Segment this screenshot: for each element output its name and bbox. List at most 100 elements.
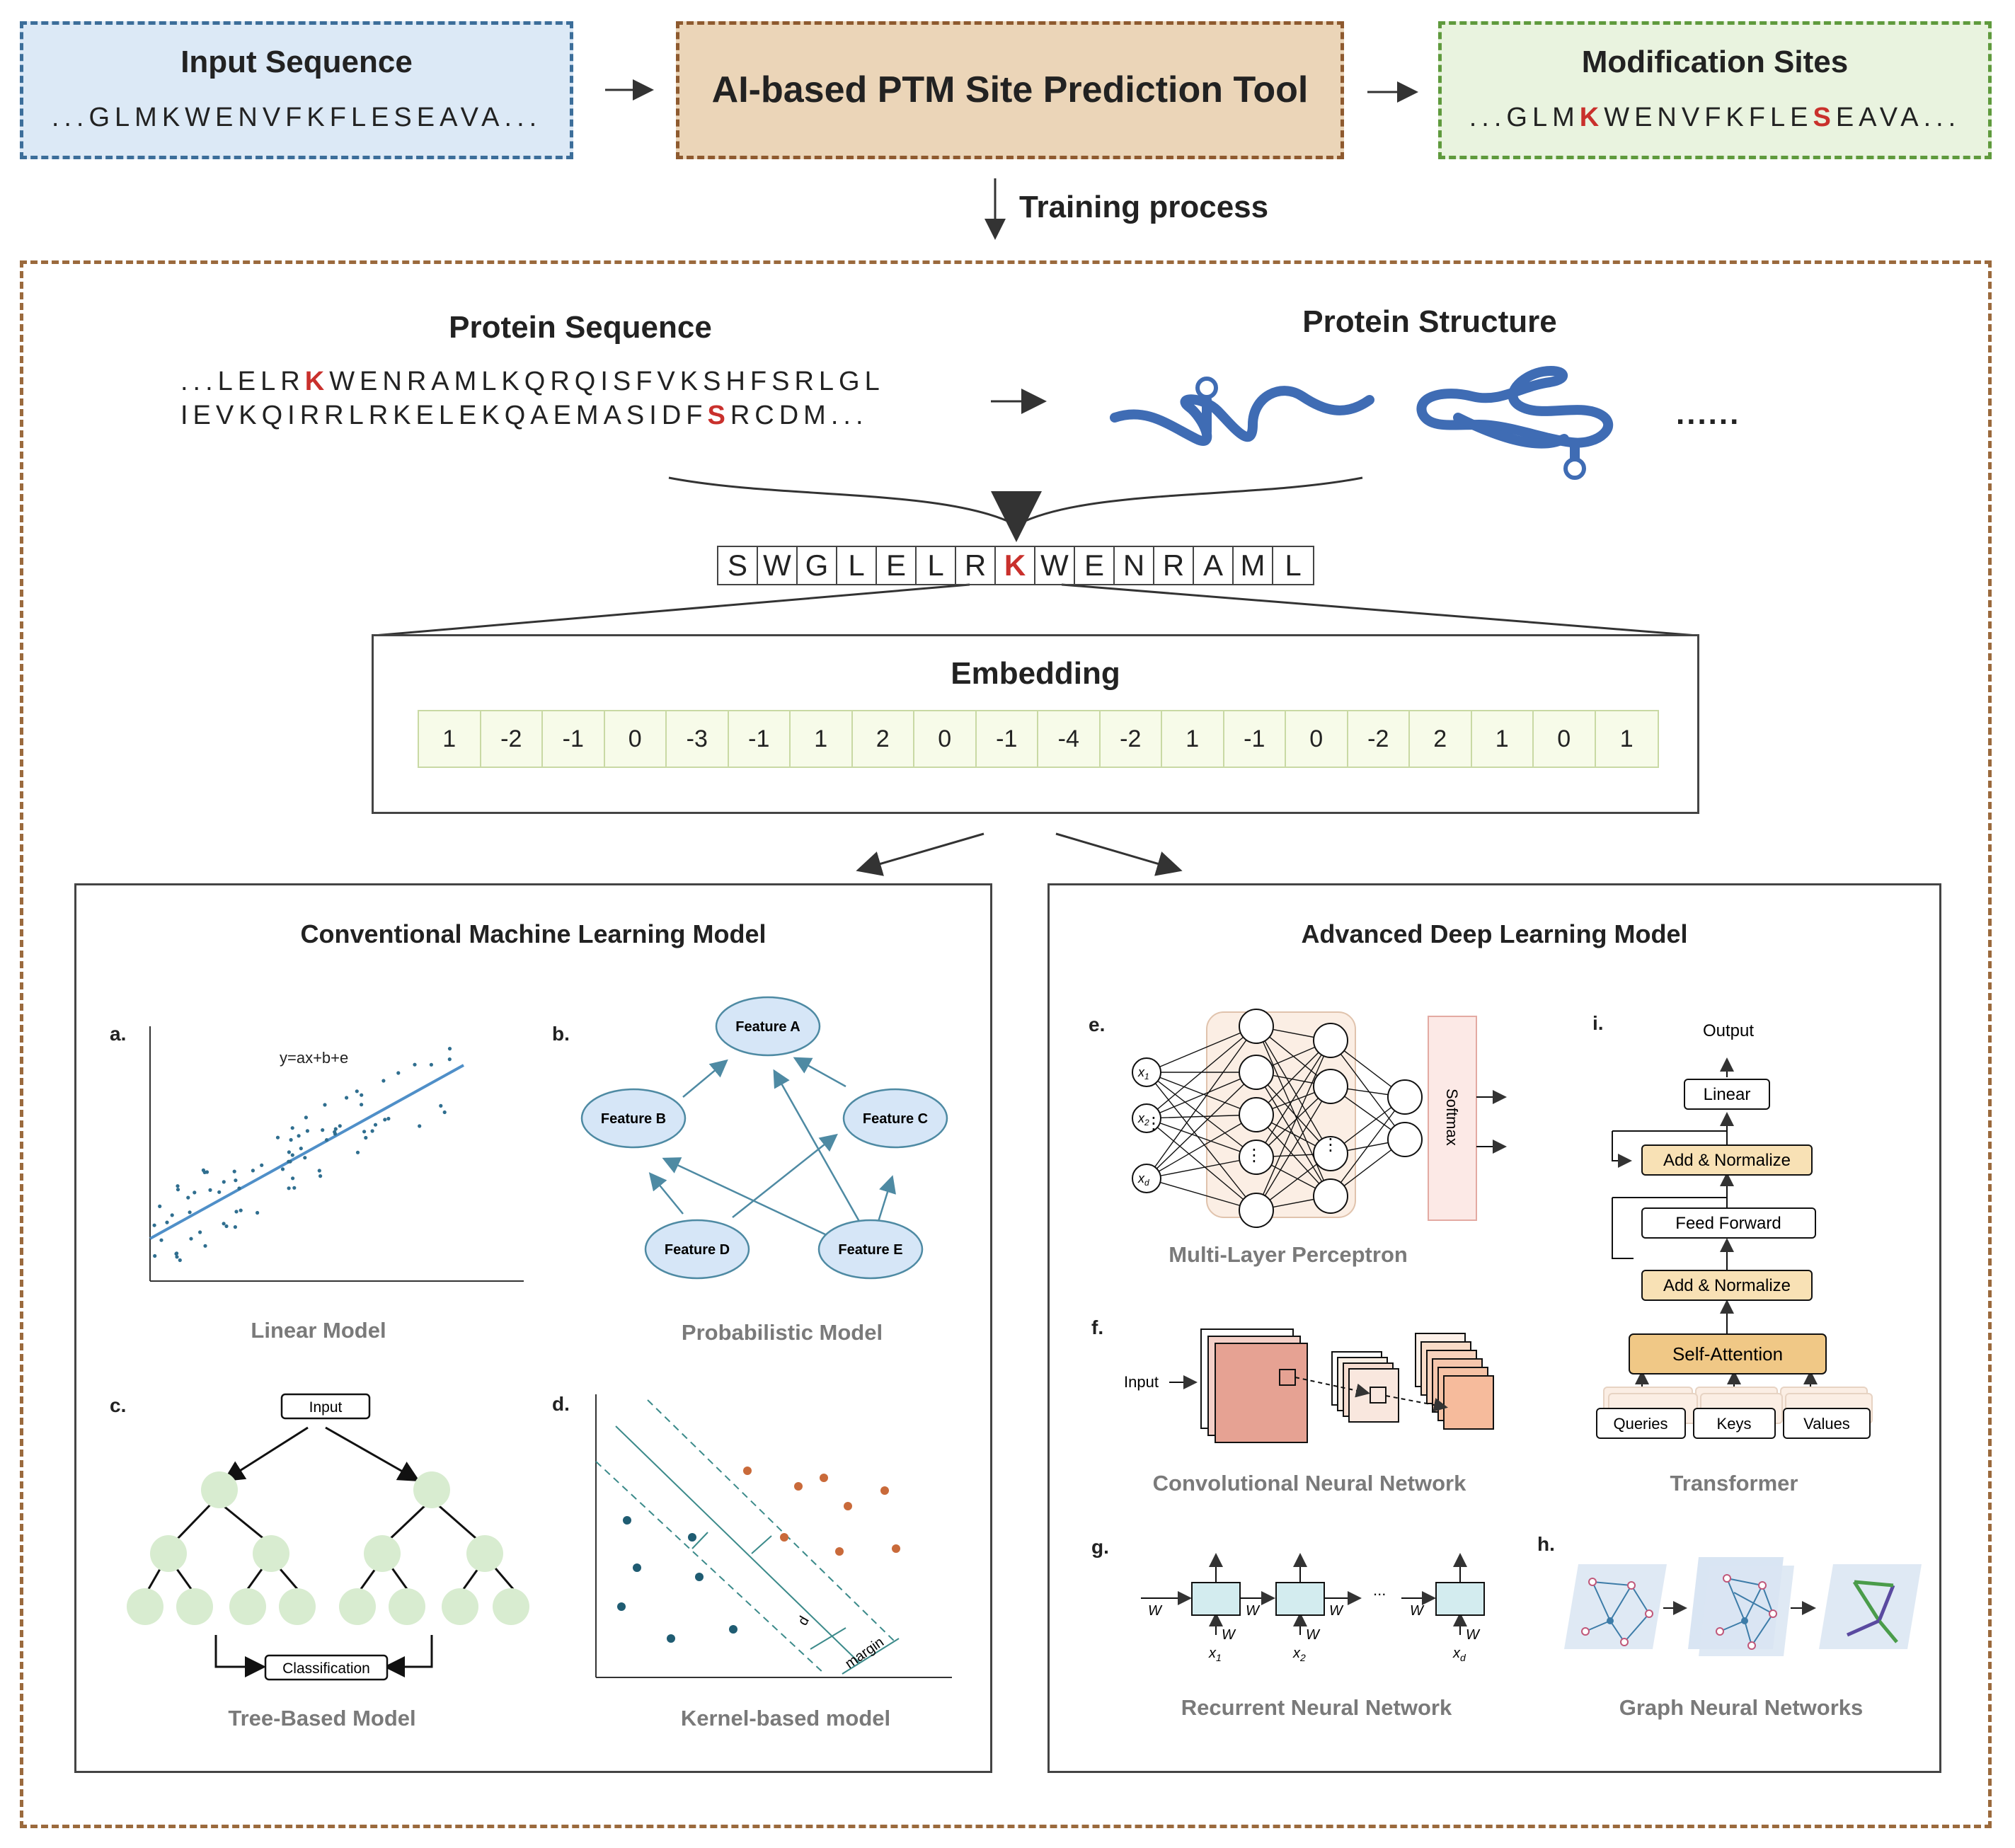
- panel-letter-b: b.: [552, 1023, 570, 1045]
- mlp-neuron: [1313, 1136, 1348, 1171]
- embedding-value: -1: [543, 711, 605, 767]
- scatter-point: [439, 1103, 443, 1108]
- scatter-point: [355, 1150, 360, 1154]
- modification-sites-sequence: ...GLMKWENVFKFLESEAVA...: [1442, 103, 1988, 133]
- scatter-point: [237, 1186, 241, 1190]
- scatter-point: [275, 1135, 280, 1140]
- cnn-input-label: Input: [1124, 1373, 1159, 1391]
- embedding-value: -2: [481, 711, 543, 767]
- scatter-point: [260, 1163, 264, 1167]
- embedding-value: -2: [1101, 711, 1162, 767]
- zoom-line: [1061, 583, 1698, 637]
- scatter-point: [153, 1253, 157, 1258]
- merge-line-left: [668, 476, 1014, 525]
- mlp-neuron: [1132, 1164, 1161, 1193]
- scatter-point: [152, 1223, 156, 1227]
- embedding-value: 1: [1472, 711, 1534, 767]
- panel-letter-i: i.: [1592, 1012, 1604, 1034]
- arrow: [1055, 832, 1183, 876]
- mlp-edge: [1256, 1026, 1331, 1154]
- mlp-neuron: [1387, 1122, 1423, 1157]
- embedding-value: 1: [1162, 711, 1224, 767]
- embedding-value: -1: [977, 711, 1038, 767]
- self-attention-label: Self-Attention: [1672, 1343, 1783, 1365]
- scatter-point: [280, 1167, 285, 1171]
- embedding-value: 1: [1619, 725, 1634, 752]
- embedding-title: Embedding: [951, 656, 1120, 691]
- panel-letter-f: f.: [1091, 1316, 1104, 1338]
- mlp-neuron: [1313, 1178, 1348, 1214]
- panel-letter-d: d.: [552, 1393, 570, 1415]
- input-dots: ⋮: [1145, 1114, 1162, 1133]
- site-k: K: [304, 367, 330, 396]
- weight-label: W: [1246, 1603, 1261, 1619]
- rnn-dots: ...: [1373, 1581, 1386, 1599]
- tree-based-model: Input Classification: [127, 1393, 529, 1681]
- protein-structure-2: [1416, 366, 1614, 465]
- modification-sites-title: Modification Sites: [1581, 45, 1849, 79]
- panel-letter-c: c.: [110, 1394, 127, 1416]
- seq-part: WENVFKFLE: [1604, 103, 1813, 132]
- tree-output-label: Classification: [282, 1660, 370, 1677]
- mlp-edge: [1256, 1072, 1331, 1154]
- embedding-value: 0: [1286, 711, 1348, 767]
- caption-probabilistic-model: Probabilistic Model: [681, 1320, 883, 1345]
- bayes-node-label: Feature C: [863, 1111, 928, 1127]
- training-container: [20, 260, 1992, 1828]
- embedding-value: -1: [729, 711, 791, 767]
- protein-structure-title: Protein Structure: [1302, 304, 1557, 339]
- cnn-input-stack: [1200, 1328, 1308, 1443]
- mlp-edge: [1256, 1040, 1331, 1158]
- embedding-value: 2: [1410, 711, 1472, 767]
- caption-transformer: Transformer: [1670, 1471, 1798, 1496]
- bayes-node: [842, 1088, 948, 1149]
- mlp-edge: [1146, 1026, 1257, 1119]
- zoom-line: [373, 583, 970, 637]
- window-residue: S: [718, 547, 758, 584]
- caption-multi-layer-perceptron: Multi-Layer Perceptron: [1169, 1242, 1408, 1267]
- bayes-node-label: Feature D: [665, 1242, 730, 1258]
- scatter-point: [193, 1190, 197, 1195]
- mlp-input-label: xd: [1137, 1171, 1149, 1188]
- modification-sites-box: Modification Sites ...GLMKWENVFKFLESEAVA…: [1438, 21, 1992, 159]
- hidden-dots: ⋮: [1246, 1146, 1263, 1165]
- weight-label: W: [1466, 1627, 1481, 1643]
- gnn-diagram: [1564, 1557, 1922, 1656]
- scatter-point: [158, 1204, 162, 1208]
- panel-letter-a: a.: [110, 1023, 127, 1045]
- scatter-point: [292, 1186, 297, 1190]
- rnn-input-x1: x1: [1208, 1646, 1222, 1663]
- class-points-orange: [743, 1467, 900, 1556]
- window-residue: A: [1194, 547, 1234, 584]
- caption-graph-neural-networks: Graph Neural Networks: [1619, 1695, 1864, 1720]
- scatter-point: [360, 1093, 364, 1097]
- scatter-point: [186, 1195, 190, 1200]
- feed-forward-box: [1641, 1207, 1816, 1239]
- top-arrows: [605, 79, 1418, 240]
- hidden-dots: ⋮: [1322, 1135, 1339, 1154]
- mlp-neuron: [1239, 1055, 1274, 1090]
- edge: [682, 1059, 728, 1098]
- scatter-point: [396, 1071, 401, 1075]
- protein-structure-1: [1110, 386, 1374, 446]
- protein-sequence-line-2: IEVKQIRRLRKELEKQAEMASIDFSRCDM...: [180, 401, 868, 431]
- scatter-point: [325, 1138, 329, 1142]
- window-residue: L: [917, 547, 956, 584]
- seq-part: ...GLM: [1469, 103, 1580, 132]
- scatter-point: [323, 1103, 327, 1107]
- training-process-label: Training process: [1019, 190, 1269, 224]
- rnn-cell: [1275, 1582, 1325, 1616]
- cnn-feature-stack-2: [1415, 1333, 1494, 1430]
- mlp-edge: [1146, 1178, 1257, 1211]
- mlp-edge: [1146, 1118, 1257, 1158]
- mlp-edge: [1146, 1072, 1257, 1179]
- scatter-point: [178, 1258, 182, 1263]
- mlp-edge: [1146, 1118, 1257, 1211]
- scatter-point: [317, 1169, 321, 1173]
- scatter-point: [287, 1186, 291, 1190]
- mlp-edge: [1256, 1026, 1331, 1197]
- embedding-value: 1: [791, 711, 853, 767]
- mlp-edge: [1330, 1040, 1406, 1140]
- scatter-point: [232, 1169, 236, 1173]
